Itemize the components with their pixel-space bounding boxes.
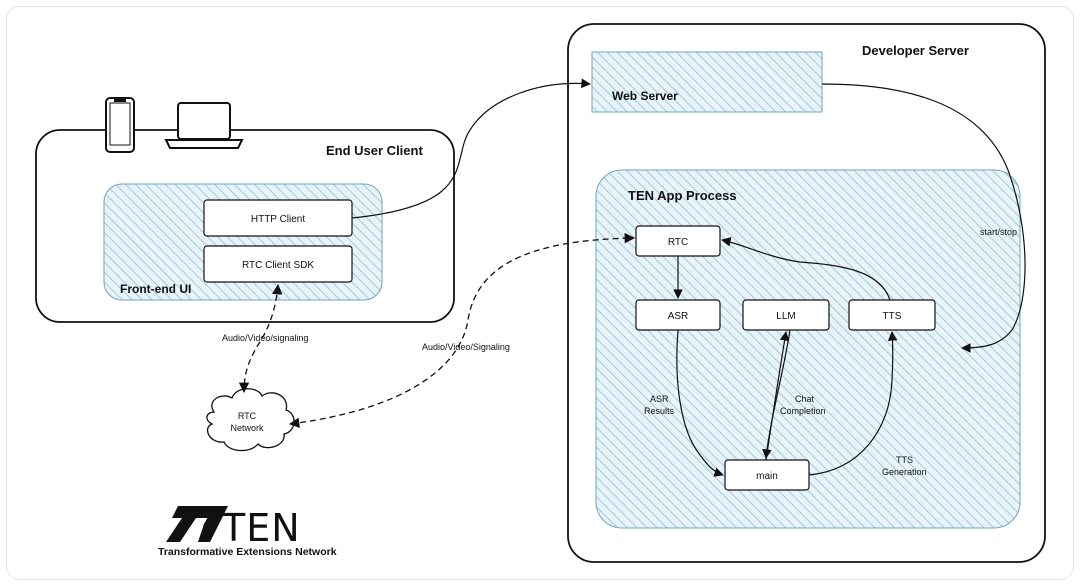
web-server-label: Web Server (612, 89, 678, 103)
rtc-network-label-line1: RTC (238, 411, 257, 421)
phone-icon (105, 97, 135, 153)
start-stop-label: start/stop (980, 227, 1017, 237)
av-signaling-upper-label: Audio/Video/Signaling (422, 342, 510, 352)
ten-logo-mark (166, 506, 220, 542)
edge-webserver-to-ten-start-stop (821, 83, 1026, 353)
ten-logo-mark-accent (198, 506, 228, 542)
rtc-network-label-line2: Network (230, 423, 264, 433)
asr-results-label-line2: Results (644, 406, 675, 416)
http-client-label: HTTP Client (251, 214, 305, 225)
ten-logo: TEN Transformative Extensions Network (158, 506, 337, 558)
edge-tts-to-rtc (721, 237, 891, 301)
llm-node-label: LLM (776, 311, 795, 322)
end-user-client-label: End User Client (326, 143, 423, 158)
tts-generation-label-line1: TTS (896, 455, 913, 465)
ten-logo-wordmark: TEN (221, 506, 301, 550)
edge-llm-to-main (762, 329, 791, 459)
tts-node-label: TTS (883, 311, 902, 322)
front-end-ui-label: Front-end UI (120, 282, 191, 296)
rtc-client-sdk-label: RTC Client SDK (242, 260, 314, 271)
developer-server-label: Developer Server (862, 43, 969, 58)
chat-completion-label-line1: Chat (795, 394, 815, 404)
llm-node (742, 299, 830, 331)
edge-sdk-to-network (238, 283, 283, 394)
ten-app-process-label: TEN App Process (628, 188, 737, 203)
edge-asr-to-main (676, 329, 724, 477)
edge-network-to-rtc (288, 232, 636, 428)
edge-http-to-webserver (351, 78, 591, 219)
rtc-node-label: RTC (668, 237, 688, 248)
asr-node-label: ASR (668, 311, 689, 322)
edge-main-to-tts (808, 331, 898, 476)
asr-results-label-line1: ASR (650, 394, 669, 404)
laptop-icon (164, 102, 244, 149)
tts-generation-label-line2: Generation (882, 467, 927, 477)
tts-node (848, 299, 936, 331)
av-signaling-lower-label: Audio/Video/signaling (222, 333, 308, 343)
chat-completion-label-line2: Completion (780, 406, 826, 416)
main-node-label: main (756, 471, 778, 482)
ten-logo-tagline: Transformative Extensions Network (158, 546, 337, 558)
web-server-box (591, 51, 823, 113)
